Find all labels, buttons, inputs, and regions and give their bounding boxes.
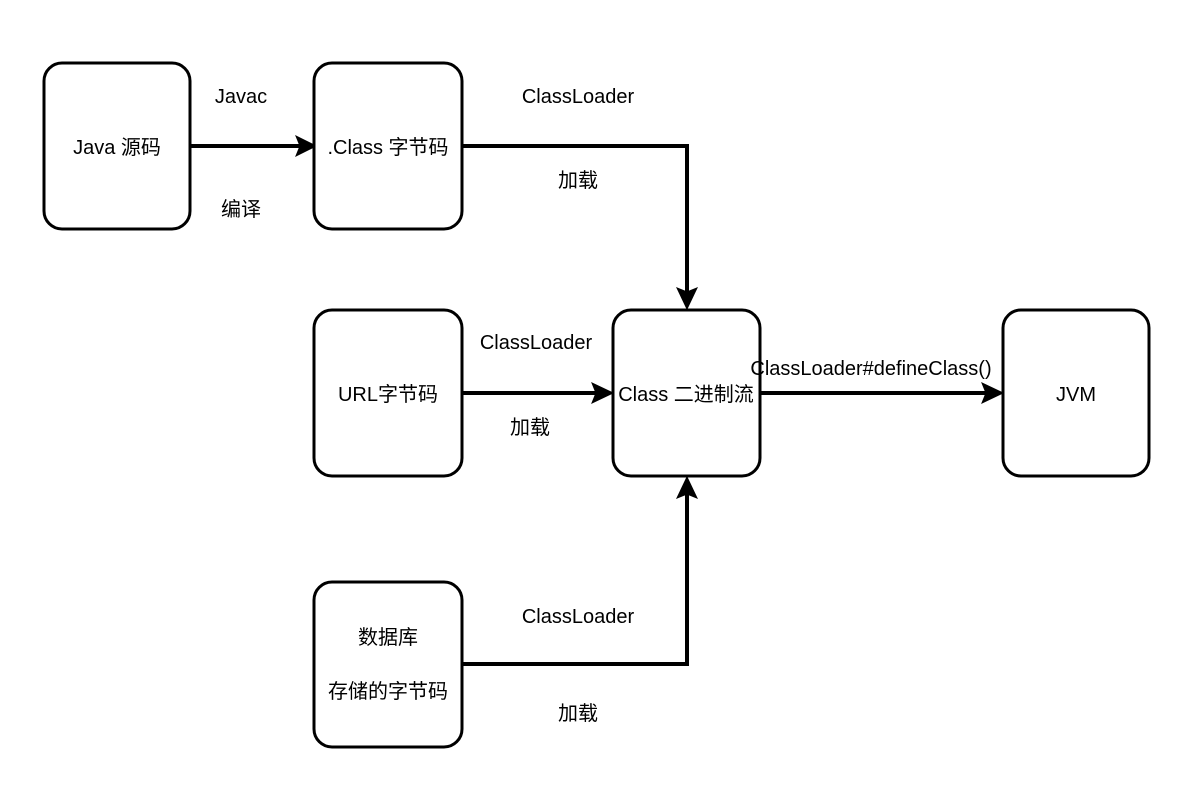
node-url-bytecode: URL字节码	[312, 308, 464, 478]
node-db-bytecode-label-line1: 数据库	[358, 626, 418, 649]
edge-url-to-stream	[462, 381, 615, 405]
edge-stream-to-jvm	[760, 381, 1005, 405]
node-java-source: Java 源码	[42, 61, 192, 231]
node-db-bytecode: 数据库 存储的字节码	[312, 580, 464, 749]
edge-java-to-class	[190, 134, 318, 158]
edge-label-javac: Javac	[215, 86, 267, 108]
edge-label-class-load: 加载	[558, 169, 598, 192]
node-url-bytecode-label: URL字节码	[338, 383, 438, 406]
edge-label-db-classloader: ClassLoader	[522, 606, 635, 628]
edge-label-class-classloader: ClassLoader	[522, 86, 635, 108]
node-db-bytecode-label-line2: 存储的字节码	[328, 680, 448, 703]
node-jvm-label: JVM	[1056, 384, 1096, 406]
edge-label-db-load: 加载	[558, 702, 598, 725]
edge-db-to-stream	[462, 475, 699, 666]
edge-label-url-classloader: ClassLoader	[480, 332, 593, 354]
node-class-binary-stream-label: Class 二进制流	[618, 383, 754, 406]
edge-label-compile: 编译	[221, 198, 261, 221]
node-class-bytecode-label: .Class 字节码	[327, 136, 448, 159]
node-class-binary-stream: Class 二进制流	[611, 308, 762, 478]
node-jvm: JVM	[1001, 308, 1151, 478]
edge-class-to-stream	[462, 144, 699, 311]
edge-label-defineclass: ClassLoader#defineClass()	[750, 358, 991, 380]
edge-label-url-load: 加载	[510, 416, 550, 439]
node-java-source-label: Java 源码	[73, 136, 161, 159]
node-class-bytecode: .Class 字节码	[312, 61, 464, 231]
